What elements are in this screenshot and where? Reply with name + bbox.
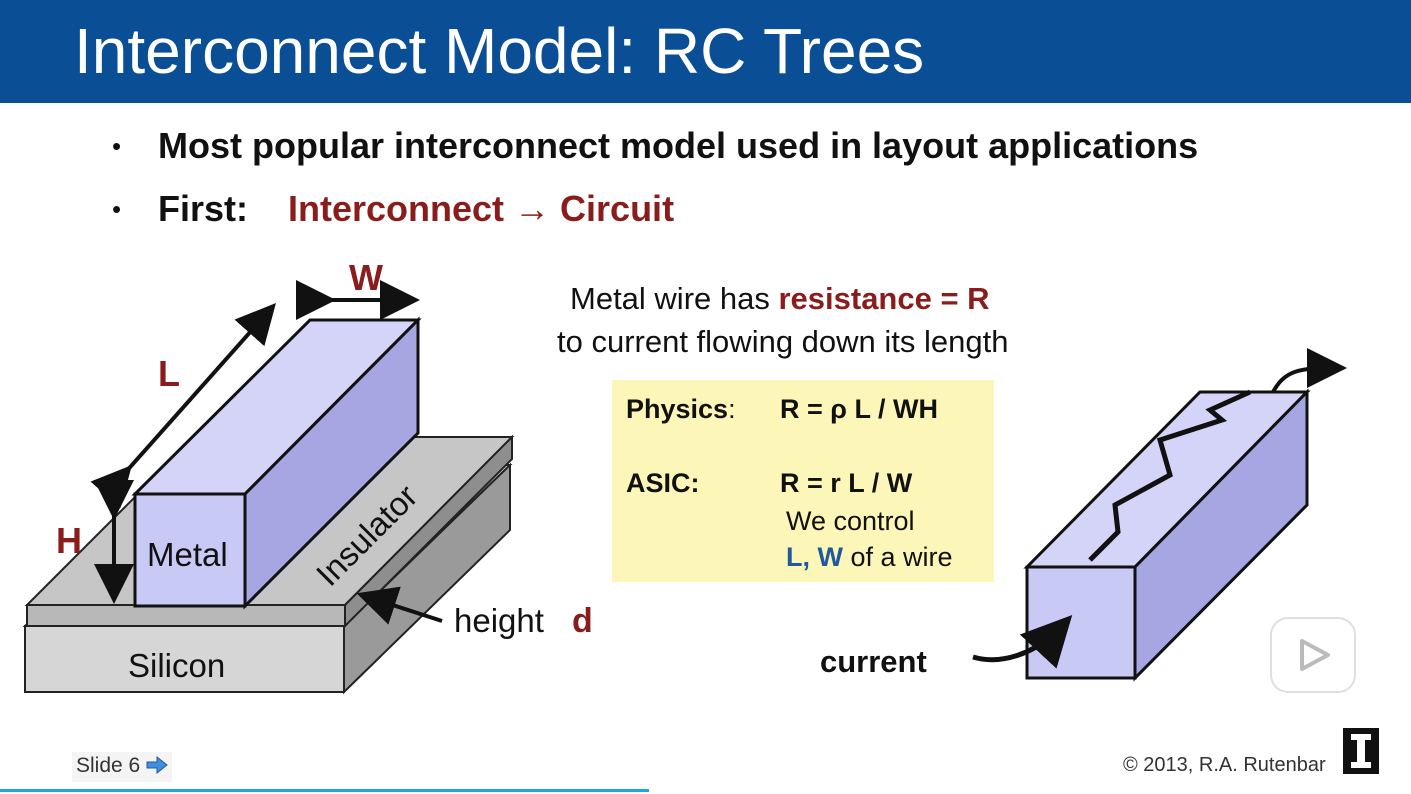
- current-out-arrow: [1271, 348, 1347, 393]
- label-silicon: Silicon: [128, 647, 225, 684]
- asic-formula: R = r L / W: [780, 468, 913, 498]
- bullet-2-prefix: First:: [158, 188, 248, 229]
- slide-label: Slide 6: [76, 754, 141, 777]
- resistor-wire: [1023, 388, 1311, 682]
- bullet-marker: •: [112, 194, 122, 224]
- label-d: d: [572, 602, 593, 640]
- lw-line: L, W of a wire: [786, 542, 953, 573]
- video-progress-bar[interactable]: [0, 789, 649, 792]
- title-bar: Interconnect Model: RC Trees: [0, 0, 1411, 103]
- lw-rest: of a wire: [842, 542, 953, 572]
- formula-box: Physics: R = ρ L / WH ASIC: R = r L / W …: [612, 380, 994, 582]
- control-line: We control: [786, 506, 915, 536]
- lw-highlight: L, W: [786, 542, 843, 572]
- label-l: L: [158, 353, 180, 394]
- label-h: H: [56, 520, 82, 561]
- caption-line-1: Metal wire has resistance = R: [570, 281, 990, 317]
- current-in-arrow: [972, 615, 1073, 669]
- physics-colon: :: [728, 394, 736, 424]
- caption-resistance: resistance = R: [778, 281, 990, 316]
- asic-label: ASIC:: [626, 468, 700, 498]
- next-slide-arrow-icon[interactable]: [146, 755, 168, 775]
- slide-title: Interconnect Model: RC Trees: [74, 15, 925, 87]
- bullet-marker: •: [112, 131, 122, 161]
- copyright: © 2013, R.A. Rutenbar: [1123, 754, 1326, 776]
- label-w: W: [349, 257, 383, 298]
- label-height: height: [454, 602, 544, 639]
- length-arrow: [90, 303, 276, 509]
- block-i-icon: [1351, 734, 1371, 768]
- play-icon[interactable]: [1272, 619, 1354, 691]
- slide-number[interactable]: Slide 6: [72, 752, 173, 782]
- label-metal: Metal: [147, 536, 228, 573]
- bullet-1-text: Most popular interconnect model used in …: [158, 125, 1199, 166]
- video-play-button[interactable]: [1270, 617, 1356, 693]
- label-current: current: [820, 644, 927, 679]
- caption-line-2: to current flowing down its length: [557, 324, 1009, 359]
- insulator-height-arrow: [356, 586, 443, 625]
- resistor-zigzag: [1088, 389, 1252, 562]
- bullet-2-highlight: Interconnect → Circuit: [288, 188, 675, 229]
- physics-label-text: Physics: [626, 394, 729, 424]
- physics-label: Physics:: [626, 394, 736, 425]
- university-logo: [1343, 728, 1379, 774]
- physics-formula: R = ρ L / WH: [780, 394, 938, 424]
- caption-prefix: Metal wire has: [570, 281, 779, 316]
